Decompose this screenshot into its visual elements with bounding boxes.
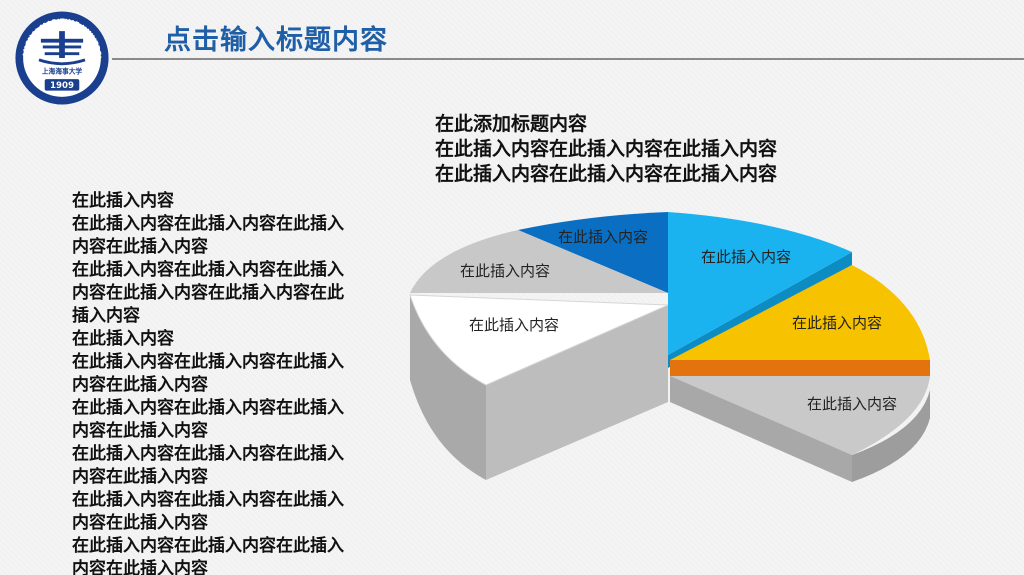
left-paragraph: 在此插入内容在此插入内容在此插入内容在此插入内容 <box>72 398 344 441</box>
slice-top-cyan <box>668 212 852 355</box>
left-paragraph: 在此插入内容在此插入内容在此插入内容在此插入内容 <box>72 490 344 533</box>
slice-label: 在此插入内容 <box>701 248 791 266</box>
left-paragraph: 在此插入内容 <box>72 191 174 211</box>
logo-year: 1909 <box>50 81 74 91</box>
slice-side-gray-bottom <box>670 375 852 482</box>
page-title: 点击输入标题内容 <box>164 25 388 56</box>
slice-top-orange <box>670 360 930 376</box>
slice-side-gray-right <box>852 390 930 482</box>
slice-side-white-front <box>486 305 668 480</box>
university-logo: SHANGHAI MARITIME UNIVERSITY 上海海事大学 1909 <box>11 4 110 106</box>
slice-top-yellow <box>670 265 930 360</box>
top-text-block: 在此添加标题内容 在此插入内容在此插入内容在此插入内容在此插入内容在此插入内容在… <box>435 112 785 187</box>
left-paragraph: 在此插入内容在此插入内容在此插入内容在此插入内容 <box>72 352 344 395</box>
slice-label: 在此插入内容 <box>469 316 559 334</box>
slice-label: 在此插入内容 <box>460 262 550 280</box>
slice-top-gray-lower <box>670 376 930 455</box>
left-paragraph: 在此插入内容在此插入内容在此插入内容在此插入内容 <box>72 536 344 575</box>
slice-top-white <box>409 294 669 386</box>
slice-label: 在此插入内容 <box>792 314 882 332</box>
pie-chart-svg: 在此插入内容 在此插入内容 在此插入内容 在此插入内容 在此插入内容 在此插入内… <box>409 212 930 482</box>
slice-side-white <box>410 295 486 480</box>
left-paragraph: 在此插入内容在此插入内容在此插入内容在此插入内容 <box>72 214 344 257</box>
logo-chinese-name: 上海海事大学 <box>42 66 83 75</box>
title-divider <box>112 58 1024 60</box>
top-body: 在此插入内容在此插入内容在此插入内容在此插入内容在此插入内容在此插入内容 <box>435 138 778 185</box>
left-paragraph: 在此插入内容 <box>72 329 174 349</box>
pie-chart: 在此插入内容 在此插入内容 在此插入内容 在此插入内容 在此插入内容 在此插入内… <box>400 190 940 490</box>
left-paragraph: 在此插入内容在此插入内容在此插入内容在此插入内容 <box>72 444 344 487</box>
slice-label: 在此插入内容 <box>807 395 897 413</box>
top-heading: 在此添加标题内容 <box>435 113 588 135</box>
slice-label: 在此插入内容 <box>558 228 648 246</box>
left-text-block: 在此插入内容 在此插入内容在此插入内容在此插入内容在此插入内容 在此插入内容在此… <box>72 190 352 575</box>
slice-top-gray-upper <box>410 230 668 293</box>
slice-top-blue <box>518 212 668 293</box>
left-paragraph: 在此插入内容在此插入内容在此插入内容在此插入内容在此插入内容在此插入内容 <box>72 260 344 326</box>
university-seal-icon: SHANGHAI MARITIME UNIVERSITY 上海海事大学 1909 <box>11 4 109 105</box>
